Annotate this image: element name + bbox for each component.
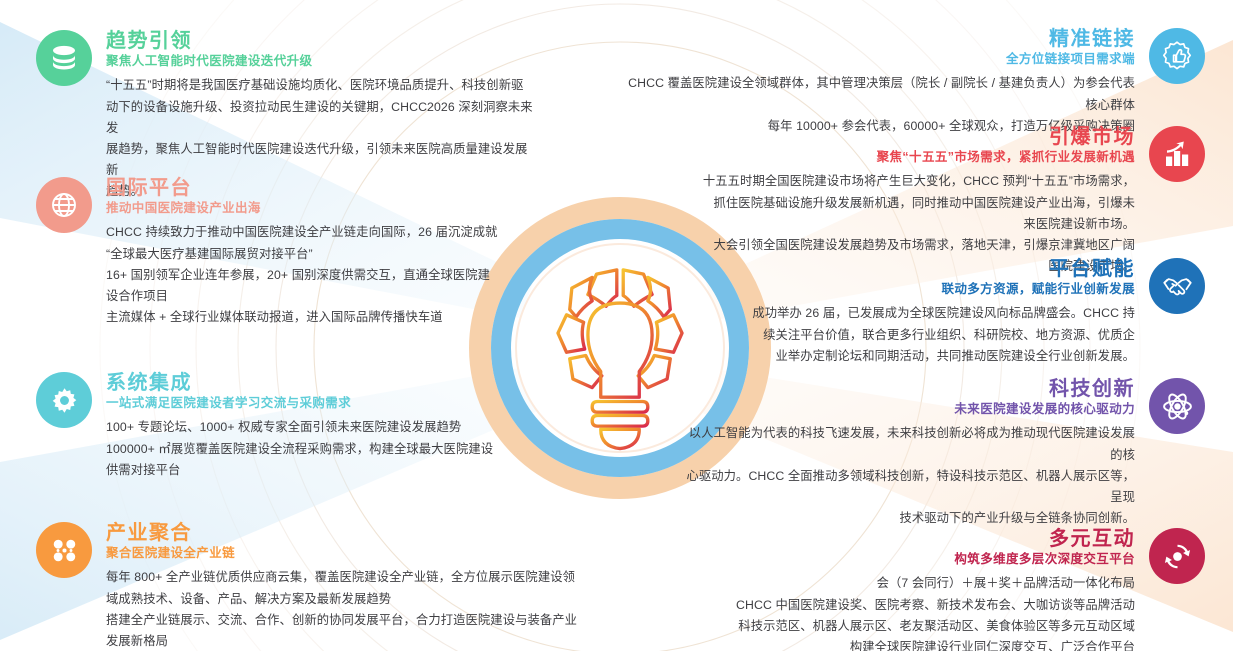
atom-icon [1149, 378, 1205, 434]
block-subtitle: 一站式满足医院建设者学习交流与采购需求 [106, 396, 352, 411]
block-multi-interaction[interactable]: 多元互动 构筑多维度多层次深度交互平台 会（7 会同行）＋展＋奖＋品牌活动一体化… [645, 528, 1205, 651]
gear-icon [36, 372, 92, 428]
block-body: 会（7 会同行）＋展＋奖＋品牌活动一体化布局 CHCC 中国医院建设奖、医院考察… [736, 576, 1135, 651]
block-market-ignition[interactable]: 引爆市场 聚焦“十五五”市场需求，紧抓行业发展新机遇 十五五时期全国医院建设市场… [685, 126, 1205, 277]
block-subtitle: 推动中国医院建设产业出海 [106, 201, 261, 216]
block-title: 精准链接 [1049, 28, 1135, 50]
block-body: 100+ 专题论坛、1000+ 权威专家全面引领未来医院建设发展趋势 10000… [106, 420, 494, 477]
block-platform-empowerment[interactable]: 平台赋能 联动多方资源，赋能行业创新发展 成功举办 26 届，已发展成为全球医院… [705, 258, 1205, 367]
block-body: CHCC 覆盖医院建设全领域群体，其中管理决策层（院长 / 副院长 / 基建负责… [628, 76, 1135, 133]
block-subtitle: 聚合医院建设全产业链 [106, 546, 236, 561]
block-title: 国际平台 [106, 177, 192, 199]
block-title: 引爆市场 [1049, 126, 1135, 148]
block-title: 系统集成 [106, 372, 192, 394]
handshake-icon [1149, 258, 1205, 314]
block-precise-connection[interactable]: 精准链接 全方位链接项目需求端 CHCC 覆盖医院建设全领域群体，其中管理决策层… [625, 28, 1205, 137]
block-tech-innovation[interactable]: 科技创新 未来医院建设发展的核心驱动力 以人工智能为代表的科技飞速发展，未来科技… [685, 378, 1205, 529]
block-subtitle: 聚焦“十五五”市场需求，紧抓行业发展新机遇 [876, 150, 1135, 165]
lightbulb-gear-emblem [556, 268, 684, 451]
block-body: 成功举办 26 届，已发展成为全球医院建设风向标品牌盛会。CHCC 持 续关注平… [752, 306, 1135, 363]
growth-chart-icon [1149, 126, 1205, 182]
block-title: 平台赋能 [1049, 258, 1135, 280]
block-title: 趋势引领 [106, 30, 192, 52]
database-stack-icon [36, 30, 92, 86]
block-body: 十五五时期全国医院建设市场将产生巨大变化，CHCC 预判“十五五”市场需求， 抓… [702, 174, 1135, 273]
block-body: 以人工智能为代表的科技飞速发展，未来科技创新必将成为推动现代医院建设发展的核 心… [686, 426, 1135, 525]
block-subtitle: 未来医院建设发展的核心驱动力 [954, 402, 1135, 417]
refresh-cycle-icon [1149, 528, 1205, 584]
block-international-platform[interactable]: 国际平台 推动中国医院建设产业出海 CHCC 持续致力于推动中国医院建设全产业链… [36, 177, 536, 328]
block-subtitle: 构筑多维度多层次深度交互平台 [954, 552, 1135, 567]
block-industry-aggregation[interactable]: 产业聚合 聚合医院建设全产业链 每年 800+ 全产业链优质供应商云集，覆盖医院… [36, 522, 596, 651]
thumbs-up-badge-icon [1149, 28, 1205, 84]
block-body: “十五五”时期将是我国医疗基础设施均质化、医院环境品质提升、科技创新驱 动下的设… [106, 78, 533, 199]
block-subtitle: 聚焦人工智能时代医院建设迭代升级 [106, 54, 313, 69]
globe-grid-icon [36, 177, 92, 233]
block-body: CHCC 持续致力于推动中国医院建设全产业链走向国际，26 届沉淀成就 “全球最… [106, 225, 498, 324]
block-title: 科技创新 [1049, 378, 1135, 400]
block-title: 多元互动 [1049, 528, 1135, 550]
block-trend-leadership[interactable]: 趋势引领 聚焦人工智能时代医院建设迭代升级 “十五五”时期将是我国医疗基础设施均… [36, 30, 536, 202]
nodes-cluster-icon [36, 522, 92, 578]
block-subtitle: 全方位链接项目需求端 [1005, 52, 1135, 67]
block-body: 每年 800+ 全产业链优质供应商云集，覆盖医院建设全产业链，全方位展示医院建设… [106, 570, 578, 648]
block-system-integration[interactable]: 系统集成 一站式满足医院建设者学习交流与采购需求 100+ 专题论坛、1000+… [36, 372, 536, 481]
block-subtitle: 联动多方资源，赋能行业创新发展 [941, 282, 1135, 297]
block-title: 产业聚合 [106, 522, 192, 544]
